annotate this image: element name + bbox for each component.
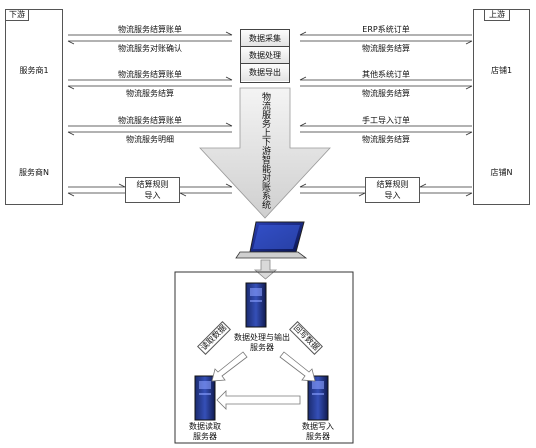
right-panel-title: 上游 — [489, 10, 505, 19]
right-flow-1-out: 物流服务结算 — [362, 44, 410, 53]
right-flow-arrows — [299, 31, 473, 197]
server-group-frame — [174, 271, 354, 444]
server-right-label-2: 服务器 — [306, 432, 330, 441]
left-flow-2-in: 物流服务结算 — [126, 89, 174, 98]
right-flow-3-in: 手工导入订单 — [362, 116, 410, 125]
right-panel-title-tab: 上游 — [484, 9, 510, 21]
left-flow-1-in: 物流服务对账确认 — [118, 44, 182, 53]
server-left-icon — [194, 375, 216, 421]
left-flow-3-out: 物流服务结算账单 — [118, 116, 182, 125]
stack-item-collect: 数据采集 — [241, 30, 289, 47]
server-top-icon — [245, 282, 267, 328]
rule-left-line2: 导入 — [144, 191, 161, 200]
left-flow-3-in: 物流服务明细 — [126, 135, 174, 144]
left-panel-title-tab: 下游 — [5, 9, 29, 21]
stack-item-process: 数据处理 — [241, 47, 289, 64]
stack-item-export: 数据导出 — [241, 64, 289, 81]
rule-import-right: 结算规则 导入 — [365, 177, 420, 203]
actor-right-top-label: 店铺1 — [490, 66, 513, 75]
rule-left-line1: 结算规则 — [136, 180, 169, 189]
rule-right-line2: 导入 — [384, 191, 401, 200]
server-arrows — [211, 351, 316, 410]
left-panel-title: 下游 — [9, 10, 25, 19]
server-top-label-1: 数据处理与输出 — [234, 333, 290, 342]
right-flow-2-out: 物流服务结算 — [362, 89, 410, 98]
laptop-icon — [235, 221, 308, 259]
server-left-label-2: 服务器 — [193, 432, 217, 441]
left-flow-1-out: 物流服务结算账单 — [118, 25, 182, 34]
right-flow-3-out: 物流服务结算 — [362, 135, 410, 144]
left-flow-2-out: 物流服务结算账单 — [118, 70, 182, 79]
rule-import-left: 结算规则 导入 — [125, 177, 180, 203]
server-left-label-1: 数据读取 — [189, 422, 221, 431]
server-right-icon — [307, 375, 329, 421]
right-flow-2-in: 其他系统订单 — [362, 70, 410, 79]
rule-right-line1: 结算规则 — [376, 180, 409, 189]
right-flow-1-in: ERP系统订单 — [362, 25, 410, 34]
funnel-label-wrap: 物流服务上下游智能对账系统 — [250, 92, 280, 222]
left-flow-arrows — [67, 31, 233, 197]
funnel-label: 物流服务上下游智能对账系统 — [260, 92, 270, 209]
server-top-label-2: 服务器 — [250, 343, 274, 352]
left-panel — [5, 9, 63, 205]
center-module-stack: 数据采集 数据处理 数据导出 — [240, 29, 290, 83]
laptop-to-servers-arrow — [253, 259, 278, 280]
actor-left-top-label: 服务商1 — [19, 66, 49, 75]
actor-left-bottom-label: 服务商N — [19, 168, 49, 177]
funnel-arrow — [199, 87, 331, 219]
right-panel — [473, 9, 530, 205]
server-right-label-1: 数据写入 — [302, 422, 334, 431]
actor-right-bottom-label: 店铺N — [490, 168, 513, 177]
